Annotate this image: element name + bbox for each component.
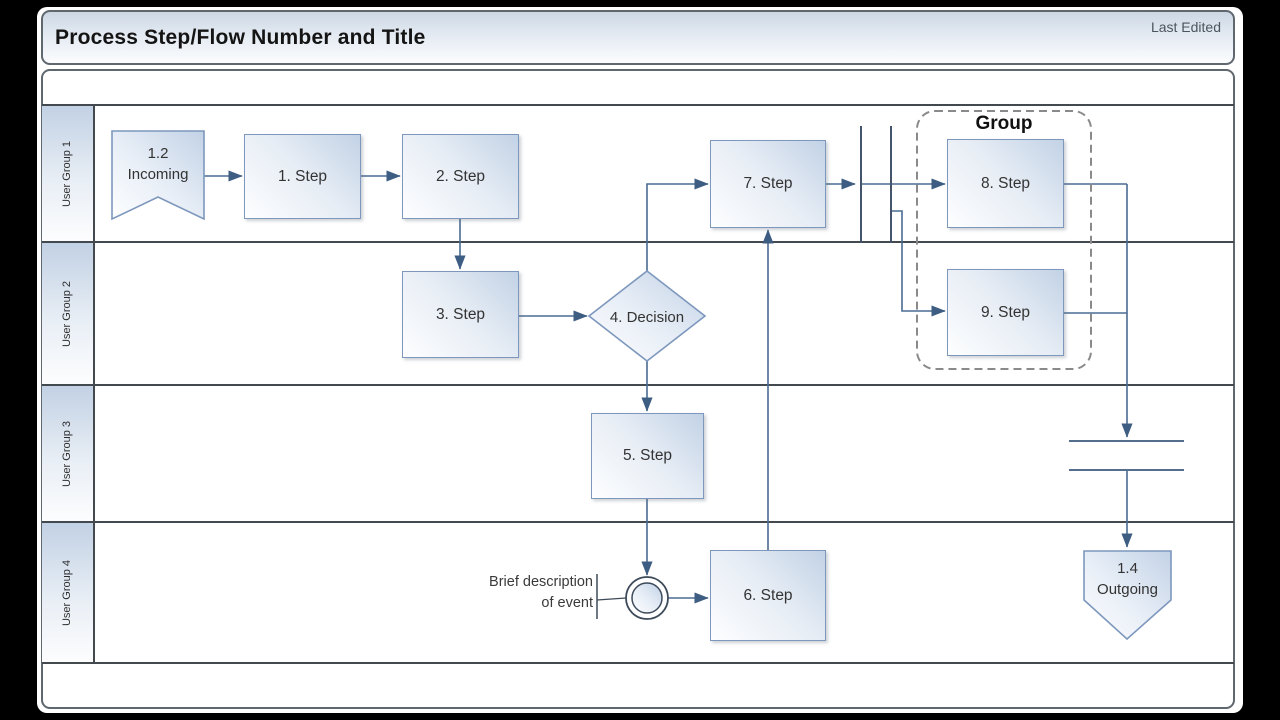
incoming-label: 1.2 Incoming xyxy=(112,143,204,185)
swimlane-header-2: User Group 2 xyxy=(42,243,95,384)
step1-node: 1. Step xyxy=(244,134,361,219)
swimlane-4: User Group 4 xyxy=(42,523,1234,664)
swimlane-label-4: User Group 4 xyxy=(61,559,74,626)
decision-label: 4. Decision xyxy=(609,309,685,326)
page-title: Process Step/Flow Number and Title xyxy=(55,25,426,49)
swimlane-header-4: User Group 4 xyxy=(42,523,95,662)
step7-node: 7. Step xyxy=(710,140,826,228)
diagram-page: Process Step/Flow Number and Title Last … xyxy=(37,7,1243,713)
step8-node: 8. Step xyxy=(947,139,1064,228)
swimlane-label-1: User Group 1 xyxy=(61,140,74,207)
group-label: Group xyxy=(975,113,1033,134)
swimlane-header-3: User Group 3 xyxy=(42,386,95,521)
swimlane-table: User Group 1 User Group 2 User Group 3 U… xyxy=(42,104,1234,664)
title-bar: Process Step/Flow Number and Title Last … xyxy=(41,10,1235,65)
step2-node: 2. Step xyxy=(402,134,519,219)
event-description-line1: Brief description xyxy=(489,574,593,590)
swimlane-header-1: User Group 1 xyxy=(42,106,95,241)
step5-node: 5. Step xyxy=(591,413,704,499)
incoming-text: Incoming xyxy=(127,166,189,183)
incoming-number: 1.2 xyxy=(147,145,169,162)
outgoing-number: 1.4 xyxy=(1117,560,1138,577)
outgoing-label: 1.4 Outgoing xyxy=(1084,558,1171,600)
swimlane-label-3: User Group 3 xyxy=(61,420,74,487)
event-description: Brief description of event xyxy=(477,572,593,614)
step9-node: 9. Step xyxy=(947,269,1064,356)
outgoing-text: Outgoing xyxy=(1097,581,1158,598)
swimlane-2: User Group 2 xyxy=(42,243,1234,386)
last-edited-label: Last Edited xyxy=(1150,19,1221,35)
event-description-line2: of event xyxy=(541,595,593,611)
swimlane-label-2: User Group 2 xyxy=(61,280,74,347)
swimlane-3: User Group 3 xyxy=(42,386,1234,523)
step6-node: 6. Step xyxy=(710,550,826,641)
swimlane-1: User Group 1 xyxy=(42,104,1234,243)
step3-node: 3. Step xyxy=(402,271,519,358)
